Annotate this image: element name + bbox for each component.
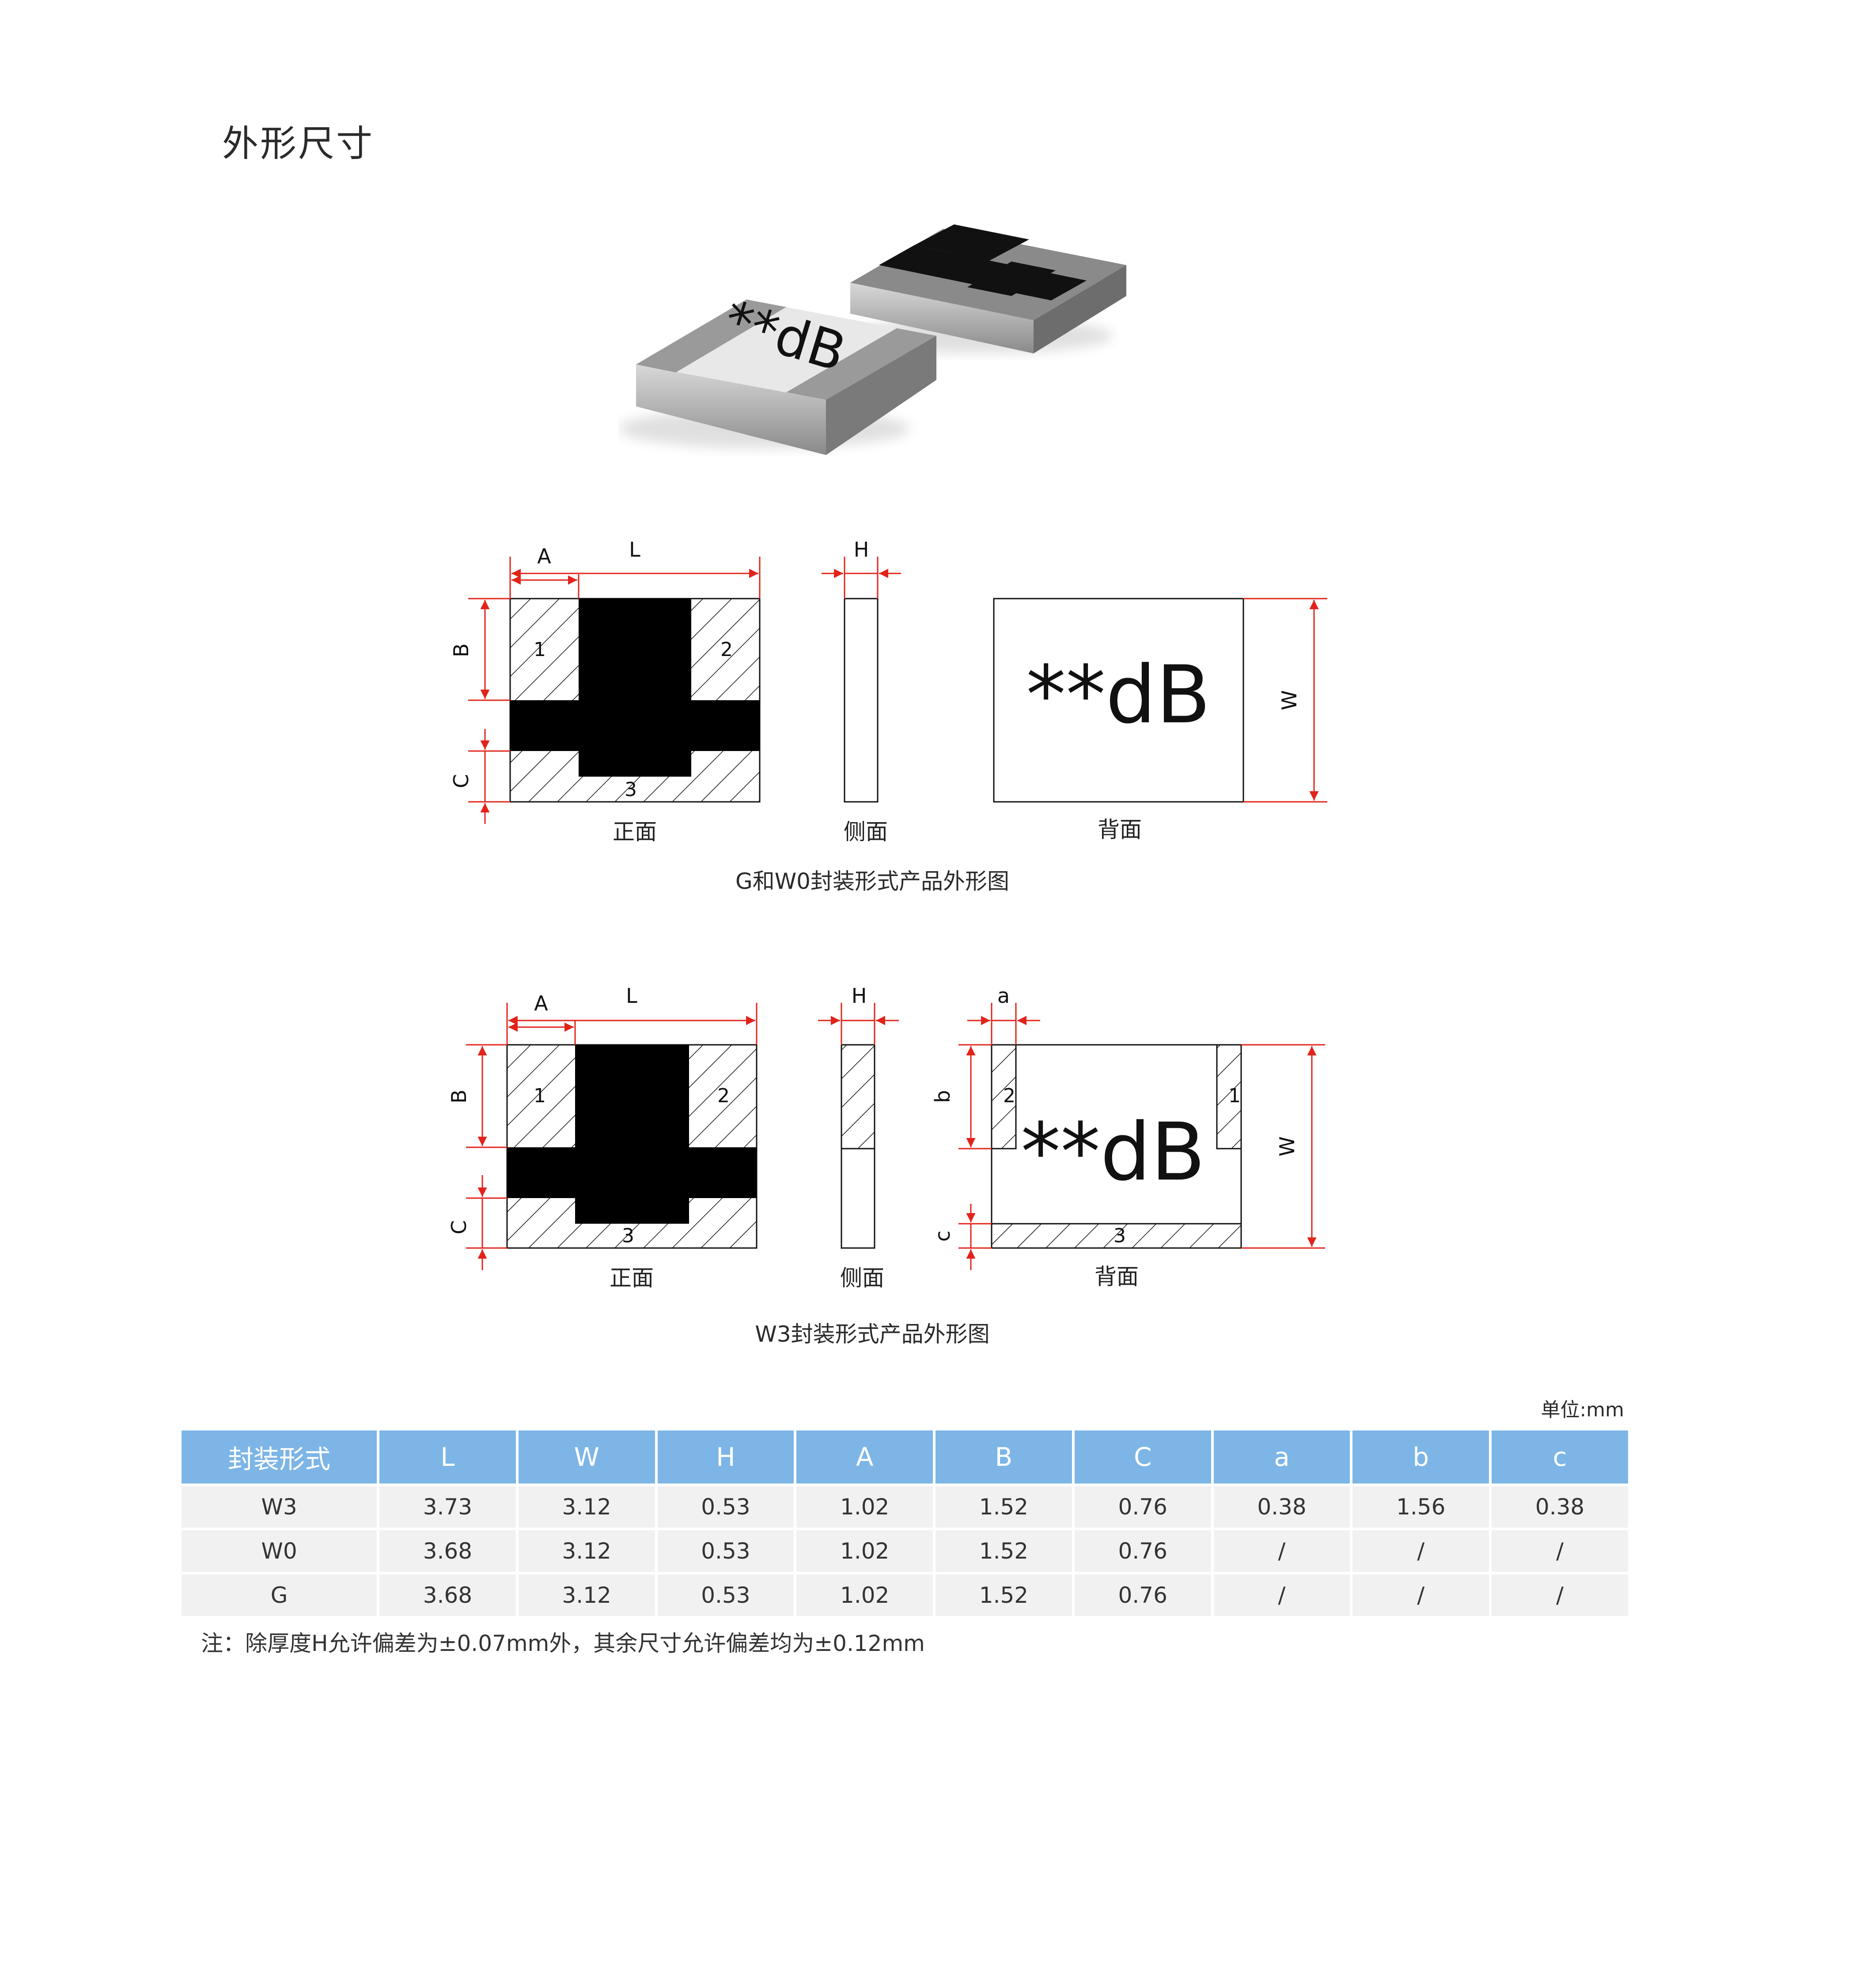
table-cell: / (1213, 1572, 1350, 1616)
unit-label: 单位:mm (1541, 1399, 1624, 1421)
table-cell: 3.68 (379, 1572, 516, 1616)
table-header: L (379, 1430, 516, 1483)
table-cell: 3.12 (518, 1572, 655, 1616)
fig1-label-back: 背面 (1098, 817, 1142, 842)
table-header: A (796, 1430, 933, 1483)
fig2-dim-H: H (852, 984, 867, 1008)
table-cell: 0.53 (657, 1483, 794, 1528)
fig2-label-front: 正面 (610, 1265, 654, 1291)
fig1-back-view: **dB (993, 598, 1244, 803)
fig1-dim-A: A (537, 544, 551, 568)
table-cell: 0.53 (657, 1528, 794, 1572)
fig1-pad2-label: 2 (720, 638, 733, 661)
table-row: W3 3.73 3.12 0.53 1.02 1.52 0.76 0.38 1.… (182, 1483, 1628, 1528)
fig2-dim-C: C (447, 1220, 471, 1234)
table-cell: 3.12 (518, 1528, 655, 1572)
fig2-dim-c: c (931, 1230, 955, 1241)
table-header: c (1492, 1430, 1628, 1483)
fig1-pad1-label: 1 (534, 638, 546, 661)
table-cell: 1.52 (936, 1528, 1072, 1572)
table-cell: 1.02 (796, 1528, 933, 1572)
dimensions-table: 封装形式 L W H A B C a b c W3 3.73 3.12 0.53… (179, 1430, 1631, 1616)
fig1-dim-L: L (629, 538, 640, 561)
fig2-pad3-label: 3 (622, 1225, 634, 1247)
figure1-drawing: 1 2 3 L A B C H **dB W 正面 侧面 (449, 538, 1327, 845)
table-header: C (1074, 1430, 1211, 1483)
table-header: b (1352, 1430, 1489, 1483)
table-header: B (936, 1430, 1072, 1483)
fig2-back-pad1-label: 1 (1228, 1085, 1241, 1107)
fig2-back-text: **dB (1021, 1106, 1205, 1199)
fig2-back-pad3-label: 3 (1114, 1225, 1126, 1247)
fig2-dim-B: B (447, 1089, 471, 1104)
table-row: G 3.68 3.12 0.53 1.02 1.52 0.76 / / / (182, 1572, 1628, 1616)
table-cell: 0.76 (1074, 1528, 1211, 1572)
table-cell: 1.02 (796, 1572, 933, 1616)
fig2-dimensions (466, 1003, 758, 1270)
photo-chip-back (850, 224, 1126, 353)
figure2-caption: W3封装形式产品外形图 (755, 1321, 990, 1347)
fig2-label-back: 背面 (1095, 1264, 1139, 1290)
table-cell: 0.53 (657, 1572, 794, 1616)
fig1-dim-H: H (854, 538, 869, 561)
fig2-side-view (841, 1044, 875, 1249)
fig1-front-view: 1 2 3 (509, 598, 761, 803)
table-cell: / (1352, 1572, 1489, 1616)
fig2-pad1-label: 1 (534, 1085, 546, 1107)
fig2-pad2-label: 2 (717, 1085, 730, 1107)
table-cell: 0.38 (1492, 1483, 1628, 1528)
fig1-dim-W: W (1277, 690, 1301, 710)
table-header: a (1213, 1430, 1350, 1483)
table-cell: / (1492, 1572, 1628, 1616)
fig2-dim-a: a (997, 984, 1010, 1008)
fig1-side-view (844, 598, 879, 803)
fig2-back-view: 2 1 3 **dB (991, 1044, 1242, 1249)
table-cell: / (1492, 1528, 1628, 1572)
table-cell: 0.76 (1074, 1572, 1211, 1616)
table-header: H (657, 1430, 794, 1483)
table-header-row: 封装形式 L W H A B C a b c (182, 1430, 1628, 1483)
fig2-back-pad2-label: 2 (1003, 1085, 1015, 1107)
table-cell: W3 (182, 1483, 377, 1528)
table-cell: / (1213, 1528, 1350, 1572)
fig1-label-side: 侧面 (844, 819, 888, 845)
table-header: 封装形式 (182, 1430, 377, 1483)
table-cell: 3.73 (379, 1483, 516, 1528)
fig1-dim-B: B (449, 643, 473, 657)
figure2-drawing: 1 2 3 L A B C H 2 1 3 **dB (447, 984, 1325, 1291)
table-row: W0 3.68 3.12 0.53 1.02 1.52 0.76 / / / (182, 1528, 1628, 1572)
table-cell: G (182, 1572, 377, 1616)
fig2-front-view: 1 2 3 (506, 1044, 758, 1249)
fig1-label-front: 正面 (613, 819, 657, 845)
table-cell: 0.38 (1213, 1483, 1350, 1528)
fig2-dim-A: A (534, 991, 548, 1015)
table-cell: 3.68 (379, 1528, 516, 1572)
fig1-dim-C: C (449, 774, 473, 788)
product-photo: **dB (618, 224, 1126, 455)
page-title: 外形尺寸 (222, 123, 375, 165)
table-cell: W0 (182, 1528, 377, 1572)
fig1-pad3-label: 3 (625, 778, 637, 801)
table-cell: / (1352, 1528, 1489, 1572)
fig2-dim-b: b (931, 1090, 955, 1103)
table-cell: 1.02 (796, 1483, 933, 1528)
table-cell: 0.76 (1074, 1483, 1211, 1528)
fig1-back-text: **dB (1026, 649, 1211, 741)
figure1-caption: G和W0封装形式产品外形图 (735, 869, 1009, 894)
tolerance-note: 注：除厚度H允许偏差为±0.07mm外，其余尺寸允许偏差均为±0.12mm (201, 1631, 925, 1656)
table-cell: 1.52 (936, 1572, 1072, 1616)
table-header: W (518, 1430, 655, 1483)
table-cell: 3.12 (518, 1483, 655, 1528)
fig2-label-side: 侧面 (840, 1265, 884, 1291)
table-cell: 1.56 (1352, 1483, 1489, 1528)
fig1-dimensions (468, 557, 761, 824)
fig2-dim-L: L (626, 984, 637, 1008)
fig2-dim-W: W (1275, 1136, 1299, 1156)
table-cell: 1.52 (936, 1483, 1072, 1528)
